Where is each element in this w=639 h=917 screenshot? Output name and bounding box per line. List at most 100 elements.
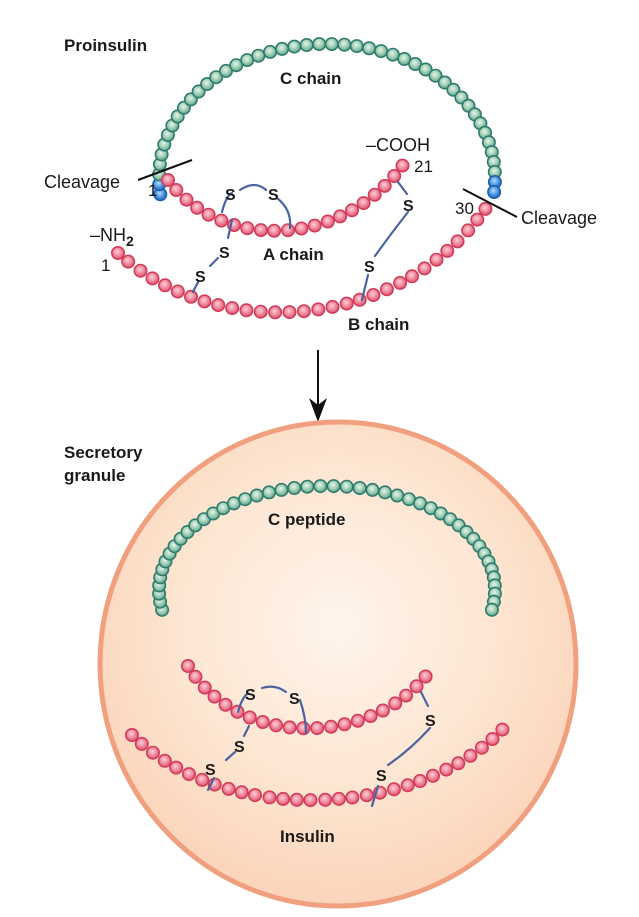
granule-title-line2: granule [64, 466, 125, 485]
insulin-b-chain-residue [146, 745, 161, 760]
b-chain-residue [225, 301, 240, 316]
insulin-b-chain-residue [157, 753, 172, 768]
c-peptide-residue [287, 480, 302, 495]
a-chain-residue [307, 218, 322, 233]
b-chain-residue [379, 282, 394, 297]
insulin-a-chain-residue [207, 689, 222, 704]
insulin-b-chain-residue [262, 790, 277, 805]
a-b-bond-left [208, 256, 220, 268]
a-chain-residue [333, 209, 348, 224]
c-chain-residue [362, 41, 377, 56]
proinsulin-title: Proinsulin [64, 36, 147, 55]
sulfur-atom-label: S [268, 187, 279, 204]
b-chain-residue [366, 287, 381, 302]
a-b-bond-left [224, 750, 237, 762]
a-chain-residue [161, 173, 176, 188]
a-chain-residue [367, 187, 382, 202]
insulin-b-chain-residue [276, 791, 291, 806]
insulin-a-chain-residue [375, 703, 390, 718]
a-b-bond-right [373, 210, 410, 258]
c-peptide-residue [249, 488, 264, 503]
b-chain-residue [404, 269, 419, 284]
insulin-a-chain-residue [218, 697, 233, 712]
insulin-b-chain-residue [303, 793, 318, 808]
insulin-b-chain-residue [234, 785, 249, 800]
b-chain-residue [239, 303, 254, 318]
a-chain-residue [294, 221, 309, 236]
a-b-bond-left [226, 218, 234, 240]
c-peptide-residue [300, 479, 315, 494]
c-chain-residue [349, 39, 364, 54]
c-chain-residue [299, 37, 314, 52]
b-chain-residue [325, 299, 340, 314]
a-b-bond-left [242, 724, 251, 738]
b-chain-residue [170, 284, 185, 299]
a-chain-label: A chain [263, 245, 324, 264]
insulin-b-chain-residue [413, 773, 428, 788]
c-chain-label: C chain [280, 69, 341, 88]
a-chain-residue [280, 223, 295, 238]
insulin-a-chain-residue [350, 713, 365, 728]
processing-arrow [309, 350, 327, 422]
c-peptide-residue [352, 480, 367, 495]
insulin-b-chain-residue [400, 778, 415, 793]
c-peptide-residue [339, 479, 354, 494]
sulfur-atom-label: S [376, 768, 387, 785]
b-chain-residue [478, 201, 493, 216]
a-chain-start-number: 1 [148, 181, 157, 200]
arrow-head [309, 398, 327, 422]
granule-title-line1: Secretory [64, 443, 143, 462]
insulin-b-chain-residue [182, 767, 197, 782]
insulin-b-chain-residue [474, 740, 489, 755]
b-chain-residue [417, 261, 432, 276]
c-chain-residue [337, 37, 352, 52]
a-b-bond-right [370, 784, 380, 808]
a-chain-residue [253, 223, 268, 238]
a-chain-residue [387, 169, 402, 184]
a-chain-residue [240, 221, 255, 236]
a-chain-end-number: 21 [414, 157, 433, 176]
c-peptide-residue [365, 482, 380, 497]
a-chain-residue [344, 203, 359, 218]
b-chain-residue [470, 212, 485, 227]
sulfur-atom-label: S [195, 269, 206, 286]
insulin-b-chain-residue [318, 792, 333, 807]
insulin-b-chain-residue [195, 772, 210, 787]
insulin-b-chain-residue [289, 792, 304, 807]
insulin-a-chain-residue [181, 658, 196, 673]
insulin-a-chain-residue [337, 717, 352, 732]
b-chain-start-number: 1 [101, 256, 110, 275]
insulin-b-chain-residue [169, 760, 184, 775]
cleavage-line-right [462, 188, 518, 218]
a-b-bond-left [206, 776, 216, 792]
insulin-b-chain-residue [386, 782, 401, 797]
c-chain-residue [219, 63, 234, 78]
insulin-a-chain-residue [418, 669, 433, 684]
c-peptide-residue [326, 479, 341, 494]
insulin-b-chain-residue [134, 736, 149, 751]
a-chain [161, 158, 410, 238]
sulfur-atom-label: S [234, 739, 245, 756]
insulin-a-chain-residue [296, 721, 311, 736]
b-chain-residue [211, 298, 226, 313]
b-chain-residue [450, 234, 465, 249]
insulin-b-chain-residue [248, 788, 263, 803]
b-chain-residue [429, 252, 444, 267]
sulfur-atom-label: S [219, 245, 230, 262]
insulin-a-chain-residue [409, 679, 424, 694]
a-chain-residue [395, 158, 410, 173]
a-chain-residue [267, 223, 282, 238]
a-chain-residue [320, 214, 335, 229]
sulfur-atom-label: S [245, 687, 256, 704]
c-chain-residue [428, 68, 443, 83]
b-chain-end-number: 30 [455, 199, 474, 218]
sulfur-atom-label: S [364, 259, 375, 276]
insulin-b-chain-residue [463, 748, 478, 763]
cleavage-line-left [137, 159, 193, 181]
a-b-bond-left [191, 280, 200, 294]
insulin-a-chain-residue [388, 696, 403, 711]
cleavage-label-left: Cleavage [44, 172, 120, 192]
insulin-a-chain-residue [323, 719, 338, 734]
c-peptide-residue [274, 482, 289, 497]
